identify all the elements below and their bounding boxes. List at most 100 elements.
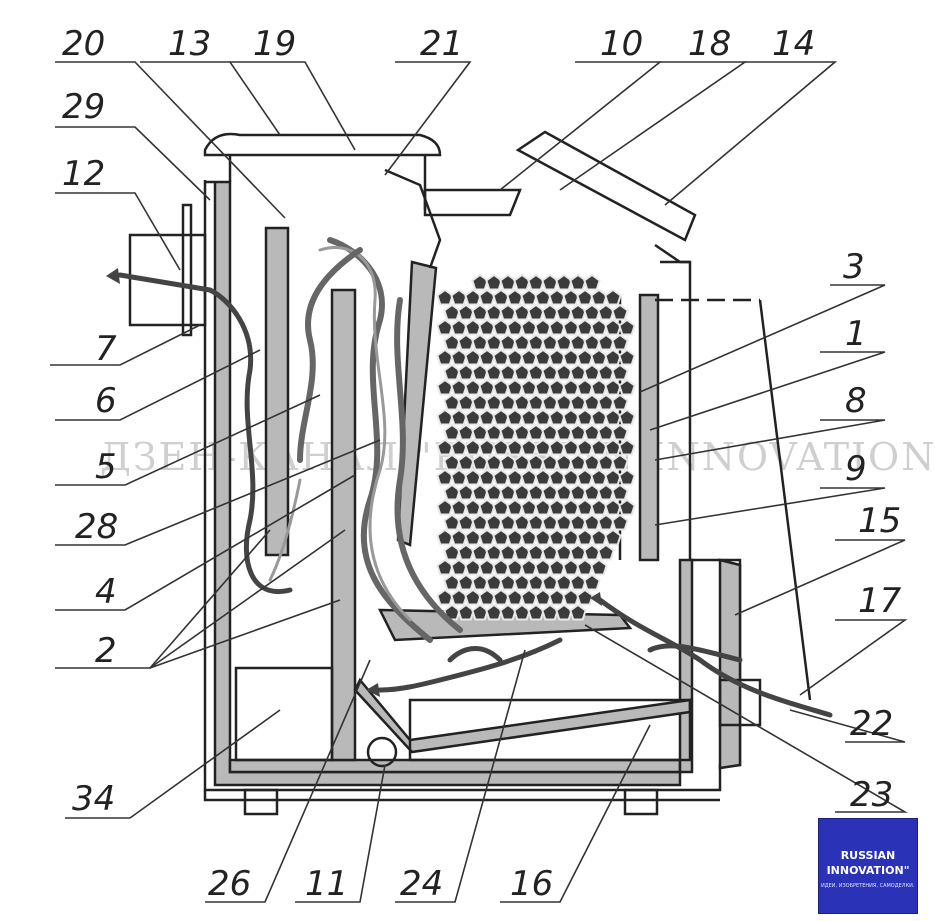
coal-piece [471,273,489,291]
coal-piece [534,348,552,366]
coal-piece [555,423,573,441]
coal-piece [499,363,517,381]
ash-door-box [234,666,334,762]
label-20: 20 [62,24,105,64]
coal-piece [443,333,461,351]
coal-piece [520,378,538,396]
coal-piece [597,423,615,441]
coal-piece [464,348,482,366]
coal-piece [520,348,538,366]
coal-piece [611,393,629,411]
coal-piece [457,423,475,441]
coal-piece [450,348,468,366]
coal-piece [464,378,482,396]
coal-piece [604,288,622,306]
coal-piece [583,423,601,441]
coal-piece [534,378,552,396]
coal-piece [562,318,580,336]
coal-piece [485,573,503,591]
label-22: 22 [850,704,893,744]
coal-piece [499,483,517,501]
coal-piece [485,513,503,531]
logo-tagline: ИДЕИ, ИЗОБРЕТЕНИЯ, САМОДЕЛКИ... [821,883,915,889]
coal-piece [485,423,503,441]
coal-piece [541,273,559,291]
coal-piece [478,348,496,366]
label-23: 23 [850,775,893,815]
coal-piece [471,543,489,561]
coal-piece [513,573,531,591]
coal-piece [513,483,531,501]
coal-piece [457,543,475,561]
coal-piece [443,393,461,411]
coal-piece [471,333,489,351]
fuel-coal-pile [436,273,636,621]
coal-piece [583,303,601,321]
coal-piece [527,513,545,531]
ash-slope [353,677,692,754]
flue-damper [181,203,193,337]
coal-piece [457,513,475,531]
coal-piece [506,348,524,366]
coal-piece [513,603,531,621]
coal-piece [471,303,489,321]
label-28: 28 [75,507,118,547]
label-34: 34 [72,779,115,819]
coal-piece [527,543,545,561]
foot-left [243,788,279,816]
coal-piece [436,588,454,606]
coal-piece [583,543,601,561]
coal-piece [576,498,594,516]
coal-piece [576,348,594,366]
coal-piece [443,513,461,531]
coal-piece [457,393,475,411]
water-jacket-right [638,293,660,562]
coal-piece [478,288,496,306]
coal-piece [597,303,615,321]
coal-piece [555,303,573,321]
label-17: 17 [858,581,902,621]
coal-piece [492,498,510,516]
coal-piece [569,273,587,291]
coal-piece [569,603,587,621]
coal-piece [471,393,489,411]
coal-piece [499,303,517,321]
coal-piece [576,288,594,306]
label-4: 4 [95,572,117,612]
coal-piece [604,378,622,396]
coal-piece [436,498,454,516]
coal-piece [604,528,622,546]
coal-piece [597,333,615,351]
coal-piece [590,348,608,366]
coal-piece [471,513,489,531]
coal-piece [548,288,566,306]
coal-piece [464,408,482,426]
flue-pipe [128,233,207,327]
coal-piece [436,408,454,426]
label-10: 10 [600,24,643,64]
label-12: 12 [62,154,105,194]
coal-piece [597,393,615,411]
coal-piece [478,318,496,336]
coal-piece [485,363,503,381]
coal-piece [485,393,503,411]
coal-piece [492,318,510,336]
coal-piece [569,573,587,591]
coal-piece [541,423,559,441]
bottom-wall [228,758,682,774]
partition-wall [330,288,357,762]
coal-piece [492,528,510,546]
coal-piece [548,528,566,546]
coal-piece [611,363,629,381]
coal-piece [513,363,531,381]
coal-piece [583,273,601,291]
coal-piece [506,528,524,546]
coal-piece [450,528,468,546]
coal-piece [555,573,573,591]
coal-piece [436,528,454,546]
coal-piece [576,318,594,336]
coal-piece [506,588,524,606]
coal-piece [527,303,545,321]
coal-piece [492,378,510,396]
coal-piece [569,363,587,381]
